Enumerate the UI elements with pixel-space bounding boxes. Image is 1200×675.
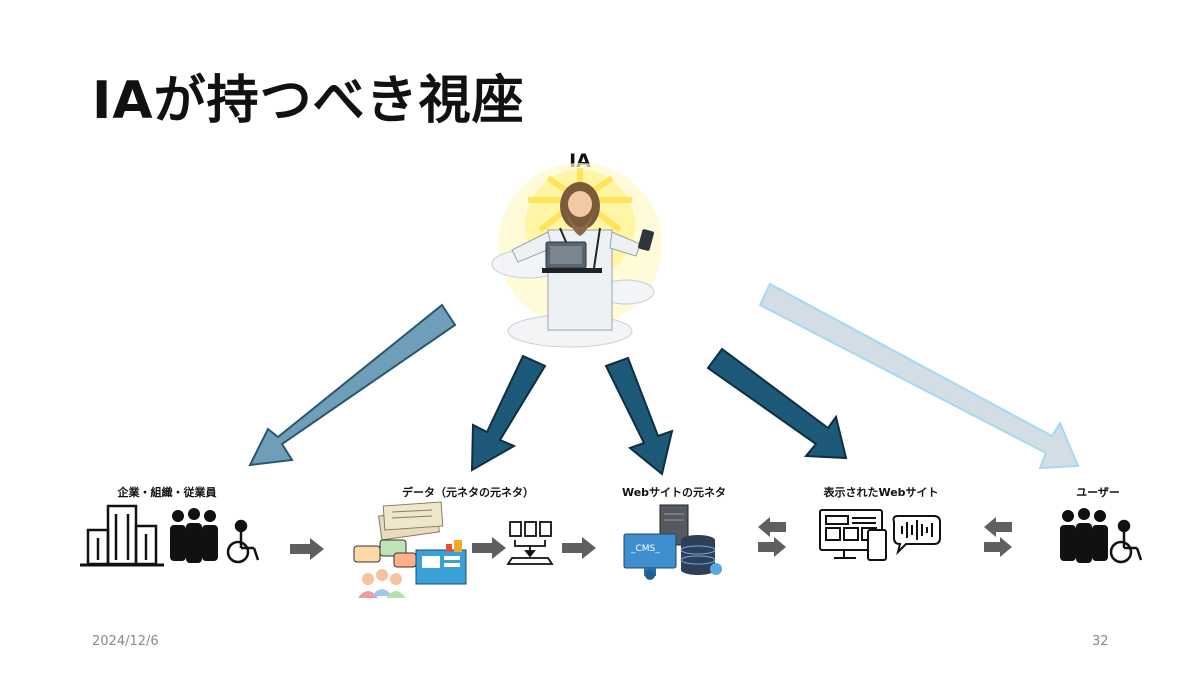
arrow-to-data — [470, 354, 547, 472]
label-user: ユーザー — [1076, 486, 1120, 499]
bidirectional-arrow-source-site — [758, 517, 786, 557]
label-source: Webサイトの元ネタ — [621, 486, 727, 499]
people-group-icon — [170, 508, 218, 563]
ia-god-figure — [491, 163, 662, 348]
audio-waveform-icon — [892, 515, 941, 556]
arrow-to-user — [758, 282, 1080, 470]
user-people-icon — [1060, 508, 1108, 563]
flow-arrow-data-inner — [472, 537, 506, 559]
arrow-to-site — [706, 347, 848, 460]
building-icon — [80, 504, 164, 567]
document-merge-icon — [506, 521, 554, 565]
user-wheelchair-icon — [1109, 519, 1143, 564]
label-org: 企業・組織・従業員 — [117, 486, 217, 499]
cms-monitor-icon: _CMS_ — [623, 533, 677, 580]
bidirectional-arrow-site-user — [984, 517, 1012, 557]
website-brochure-icon — [415, 540, 467, 585]
page-number: 32 — [1092, 634, 1109, 649]
label-data: データ（元ネタの元ネタ） — [402, 486, 534, 499]
paper-stack-icon — [378, 501, 444, 541]
label-site: 表示されたWebサイト — [823, 486, 939, 499]
footer-date: 2024/12/6 — [92, 634, 159, 649]
svg-text:_CMS_: _CMS_ — [630, 544, 660, 554]
people-avatars-icon — [358, 569, 406, 598]
flow-arrow-data-to-source — [562, 537, 596, 559]
wheelchair-icon — [226, 519, 260, 564]
arrow-to-source — [604, 356, 674, 476]
slide-title: IAが持つべき視座 — [92, 71, 525, 131]
database-icon — [680, 535, 722, 575]
arrow-to-org — [248, 303, 457, 467]
chat-bubbles-icon — [353, 539, 417, 568]
web-layout-icon — [819, 509, 887, 561]
flow-arrow-org-to-data — [290, 538, 324, 560]
